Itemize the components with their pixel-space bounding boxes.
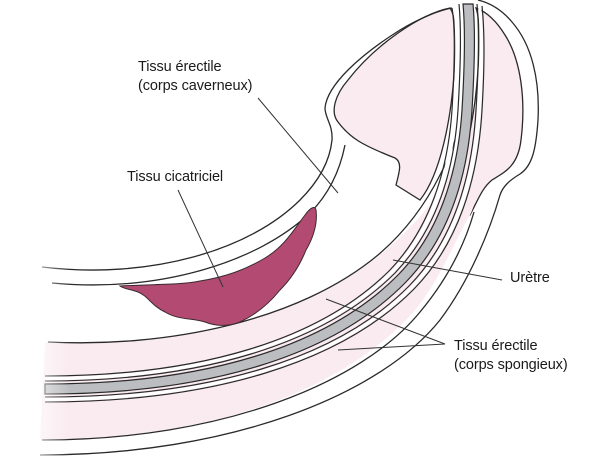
urethra-wall-lower-outer (44, 5, 485, 403)
label-corpus-cavernosum-line1: Tissu érectile (138, 59, 222, 75)
urethra-lumen (44, 3, 475, 395)
label-urethra: Urètre (510, 270, 550, 286)
outer-skin-bottom (39, 0, 539, 456)
label-scar-tissue: Tissu cicatriciel (127, 169, 224, 185)
cavernosum-upper-inner (51, 144, 346, 286)
leader-line-spongiosum-upper (325, 298, 446, 345)
corpus-spongiosum-band (40, 150, 476, 440)
cavernosum-upper-outer (41, 7, 453, 271)
label-corpus-spongiosum-line1: Tissu érectile (454, 338, 538, 354)
label-corpus-spongiosum-line2: (corps spongieux) (454, 357, 568, 373)
urethra-wall-upper-outer (44, 7, 455, 377)
urethra-wall-upper-inner (44, 3, 461, 382)
label-corpus-spongiosum: Tissu érectile (corps spongieux) (454, 337, 568, 375)
label-corpus-cavernosum: Tissu érectile (corps caverneux) (138, 58, 252, 96)
urethra-wall-lower-inner (44, 3, 479, 398)
scar-tissue-plaque (118, 207, 317, 326)
glans-fill (333, 7, 456, 201)
leader-line-corpus-cavernosum (257, 97, 339, 194)
inner-skin-bottom (41, 211, 475, 441)
leader-line-scar-tissue (177, 189, 224, 288)
spongiosum-top-edge (47, 139, 456, 344)
leader-line-urethra (392, 259, 503, 281)
leader-line-spongiosum-lower (337, 343, 446, 351)
label-corpus-cavernosum-line2: (corps caverneux) (138, 78, 253, 94)
